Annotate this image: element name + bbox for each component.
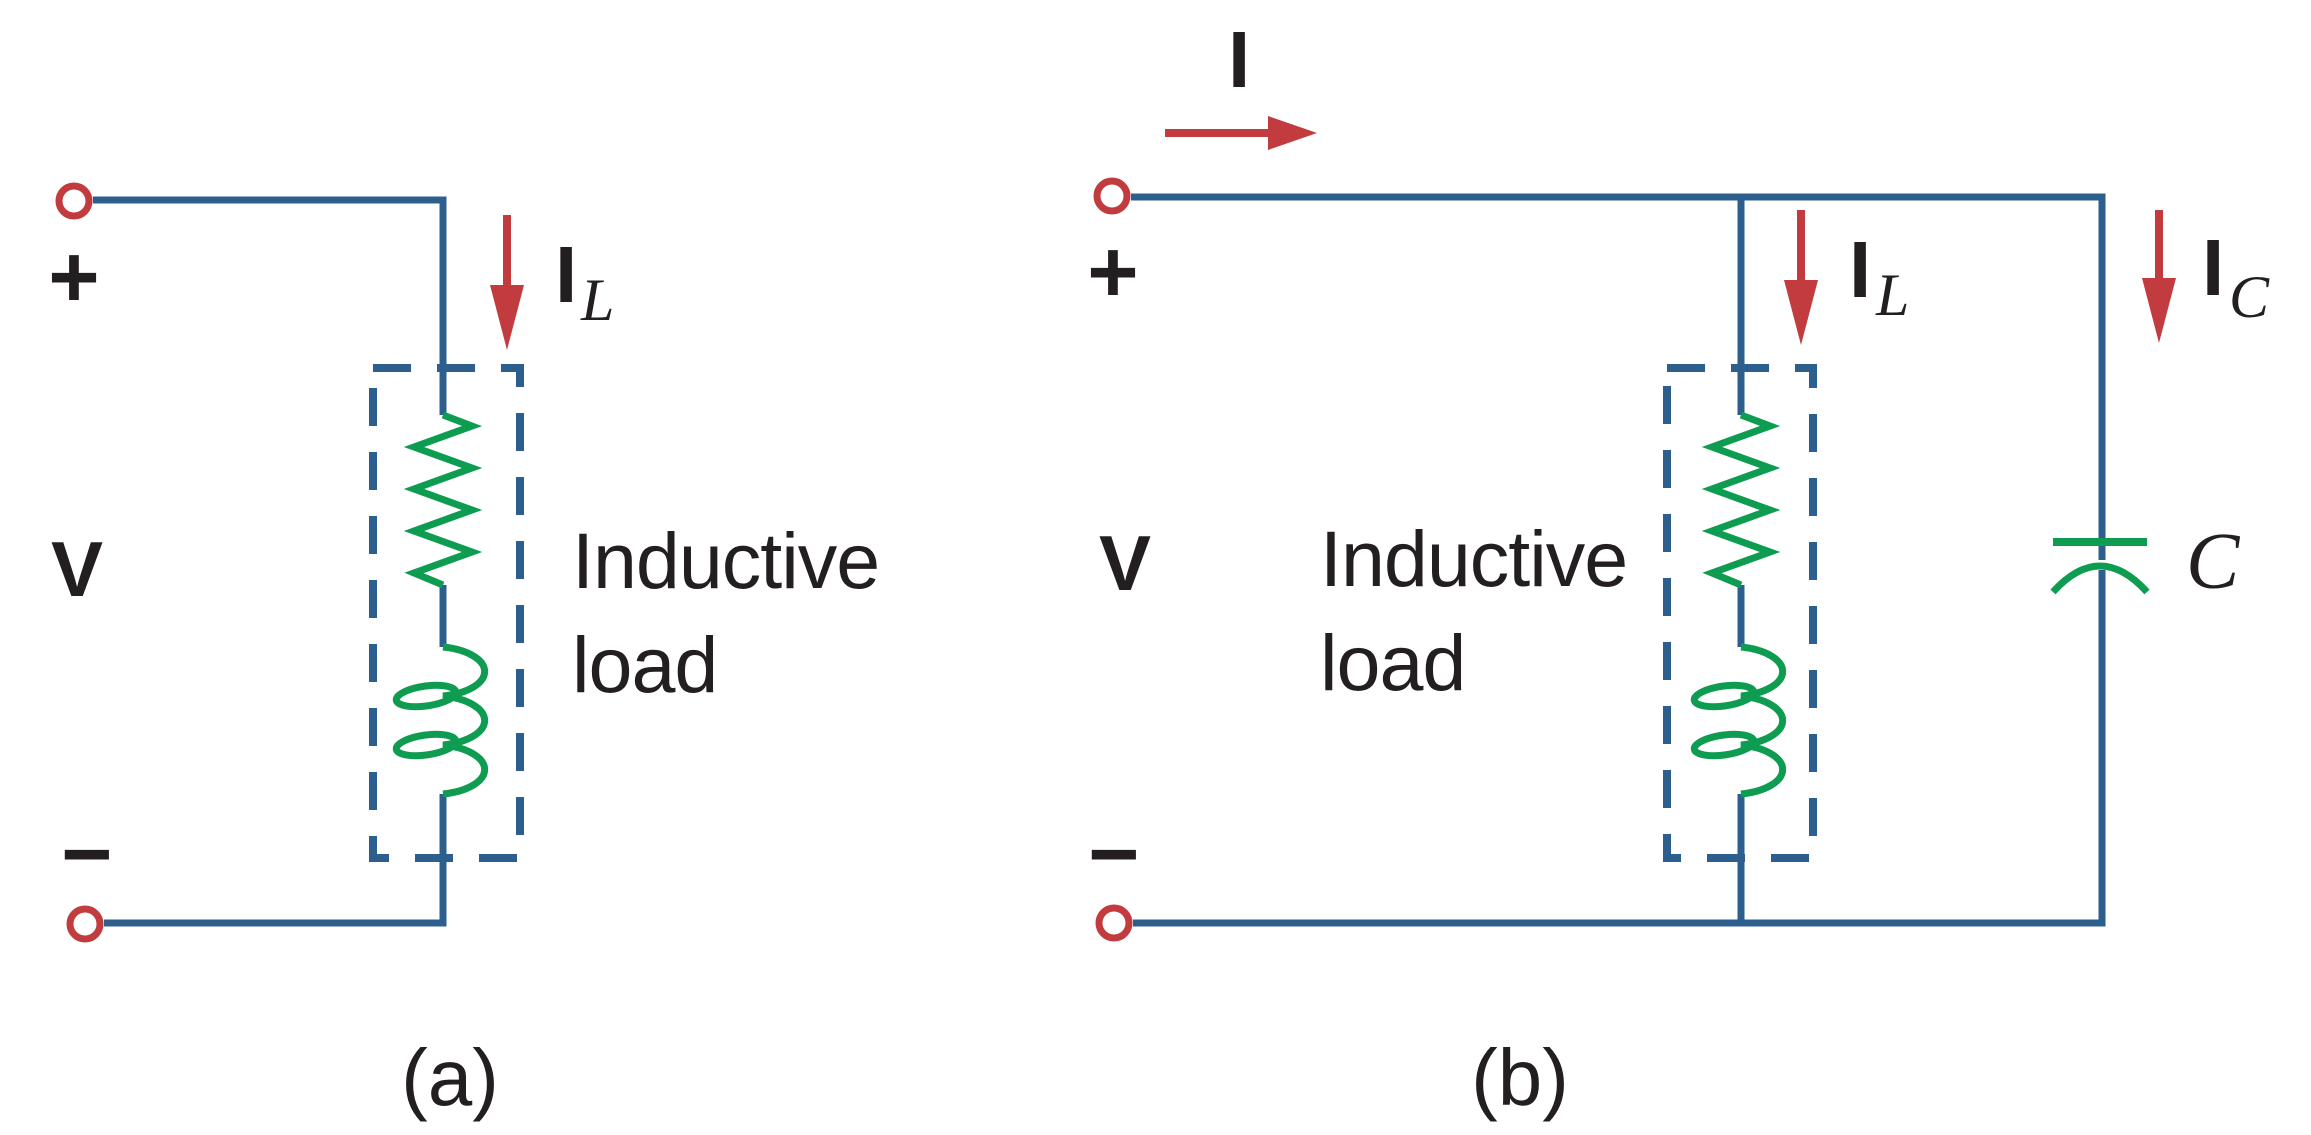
- wire-top-b: [1131, 193, 2106, 560]
- capacitor-curved-plate-icon: [2050, 562, 2150, 595]
- dashed-load-box-a: [369, 364, 524, 862]
- load-label-line2-a: load: [572, 620, 717, 709]
- supply-current-symbol-b: I: [1228, 15, 1250, 104]
- inductor-loop-icon: [1690, 681, 1758, 711]
- terminal-top-icon-a: [55, 182, 93, 220]
- current-arrowhead-ic-b: [2142, 278, 2176, 343]
- load-current-subscript-a: L: [580, 267, 614, 333]
- capacitor-label-b: C: [2186, 518, 2241, 606]
- load-label-line2-b: load: [1320, 618, 1465, 707]
- current-arrowhead-il-b: [1784, 280, 1818, 345]
- load-current-subscript-b: L: [1875, 262, 1909, 328]
- current-arrowhead-i-b: [1268, 116, 1317, 150]
- load-current-symbol-a: I: [555, 230, 577, 319]
- terminal-bottom-icon-a: [66, 905, 104, 943]
- wire-bottom-b: [1133, 570, 2106, 927]
- wire-top-a: [93, 196, 447, 415]
- wire-bottom-a: [104, 794, 447, 927]
- resistor-icon-a: [403, 411, 483, 589]
- current-arrowhead-il-a: [490, 285, 524, 350]
- load-label-line1-b: Inductive: [1320, 514, 1627, 603]
- caption-a: (a): [401, 1033, 499, 1122]
- caption-b: (b): [1471, 1033, 1569, 1122]
- minus-sign-b: −: [1088, 804, 1139, 903]
- inductor-icon-b: [1740, 643, 1787, 798]
- inductor-loop-icon: [392, 681, 460, 711]
- load-current-symbol-b: I: [1849, 225, 1871, 314]
- dashed-load-box-b: [1663, 364, 1817, 862]
- resistor-icon-b: [1701, 411, 1781, 589]
- circuit-b: I + − V I L I C C Inductive load (b): [1087, 15, 2270, 1122]
- plus-sign-b: +: [1087, 222, 1138, 321]
- terminal-top-icon-b: [1093, 177, 1131, 215]
- voltage-label-a: V: [51, 525, 103, 613]
- terminal-bottom-icon-b: [1095, 904, 1133, 942]
- plus-sign-a: +: [48, 227, 99, 326]
- capacitor-current-subscript-b: C: [2229, 264, 2270, 330]
- voltage-label-b: V: [1099, 519, 1151, 607]
- capacitor-current-symbol-b: I: [2202, 223, 2224, 312]
- load-label-line1-a: Inductive: [572, 516, 879, 605]
- circuit-a: + − V I L Inductive load (a): [48, 182, 880, 1122]
- inductor-loop-icon: [1690, 730, 1758, 760]
- inductor-icon-a: [442, 643, 489, 798]
- minus-sign-a: −: [61, 804, 112, 903]
- inductor-loop-icon: [392, 730, 460, 760]
